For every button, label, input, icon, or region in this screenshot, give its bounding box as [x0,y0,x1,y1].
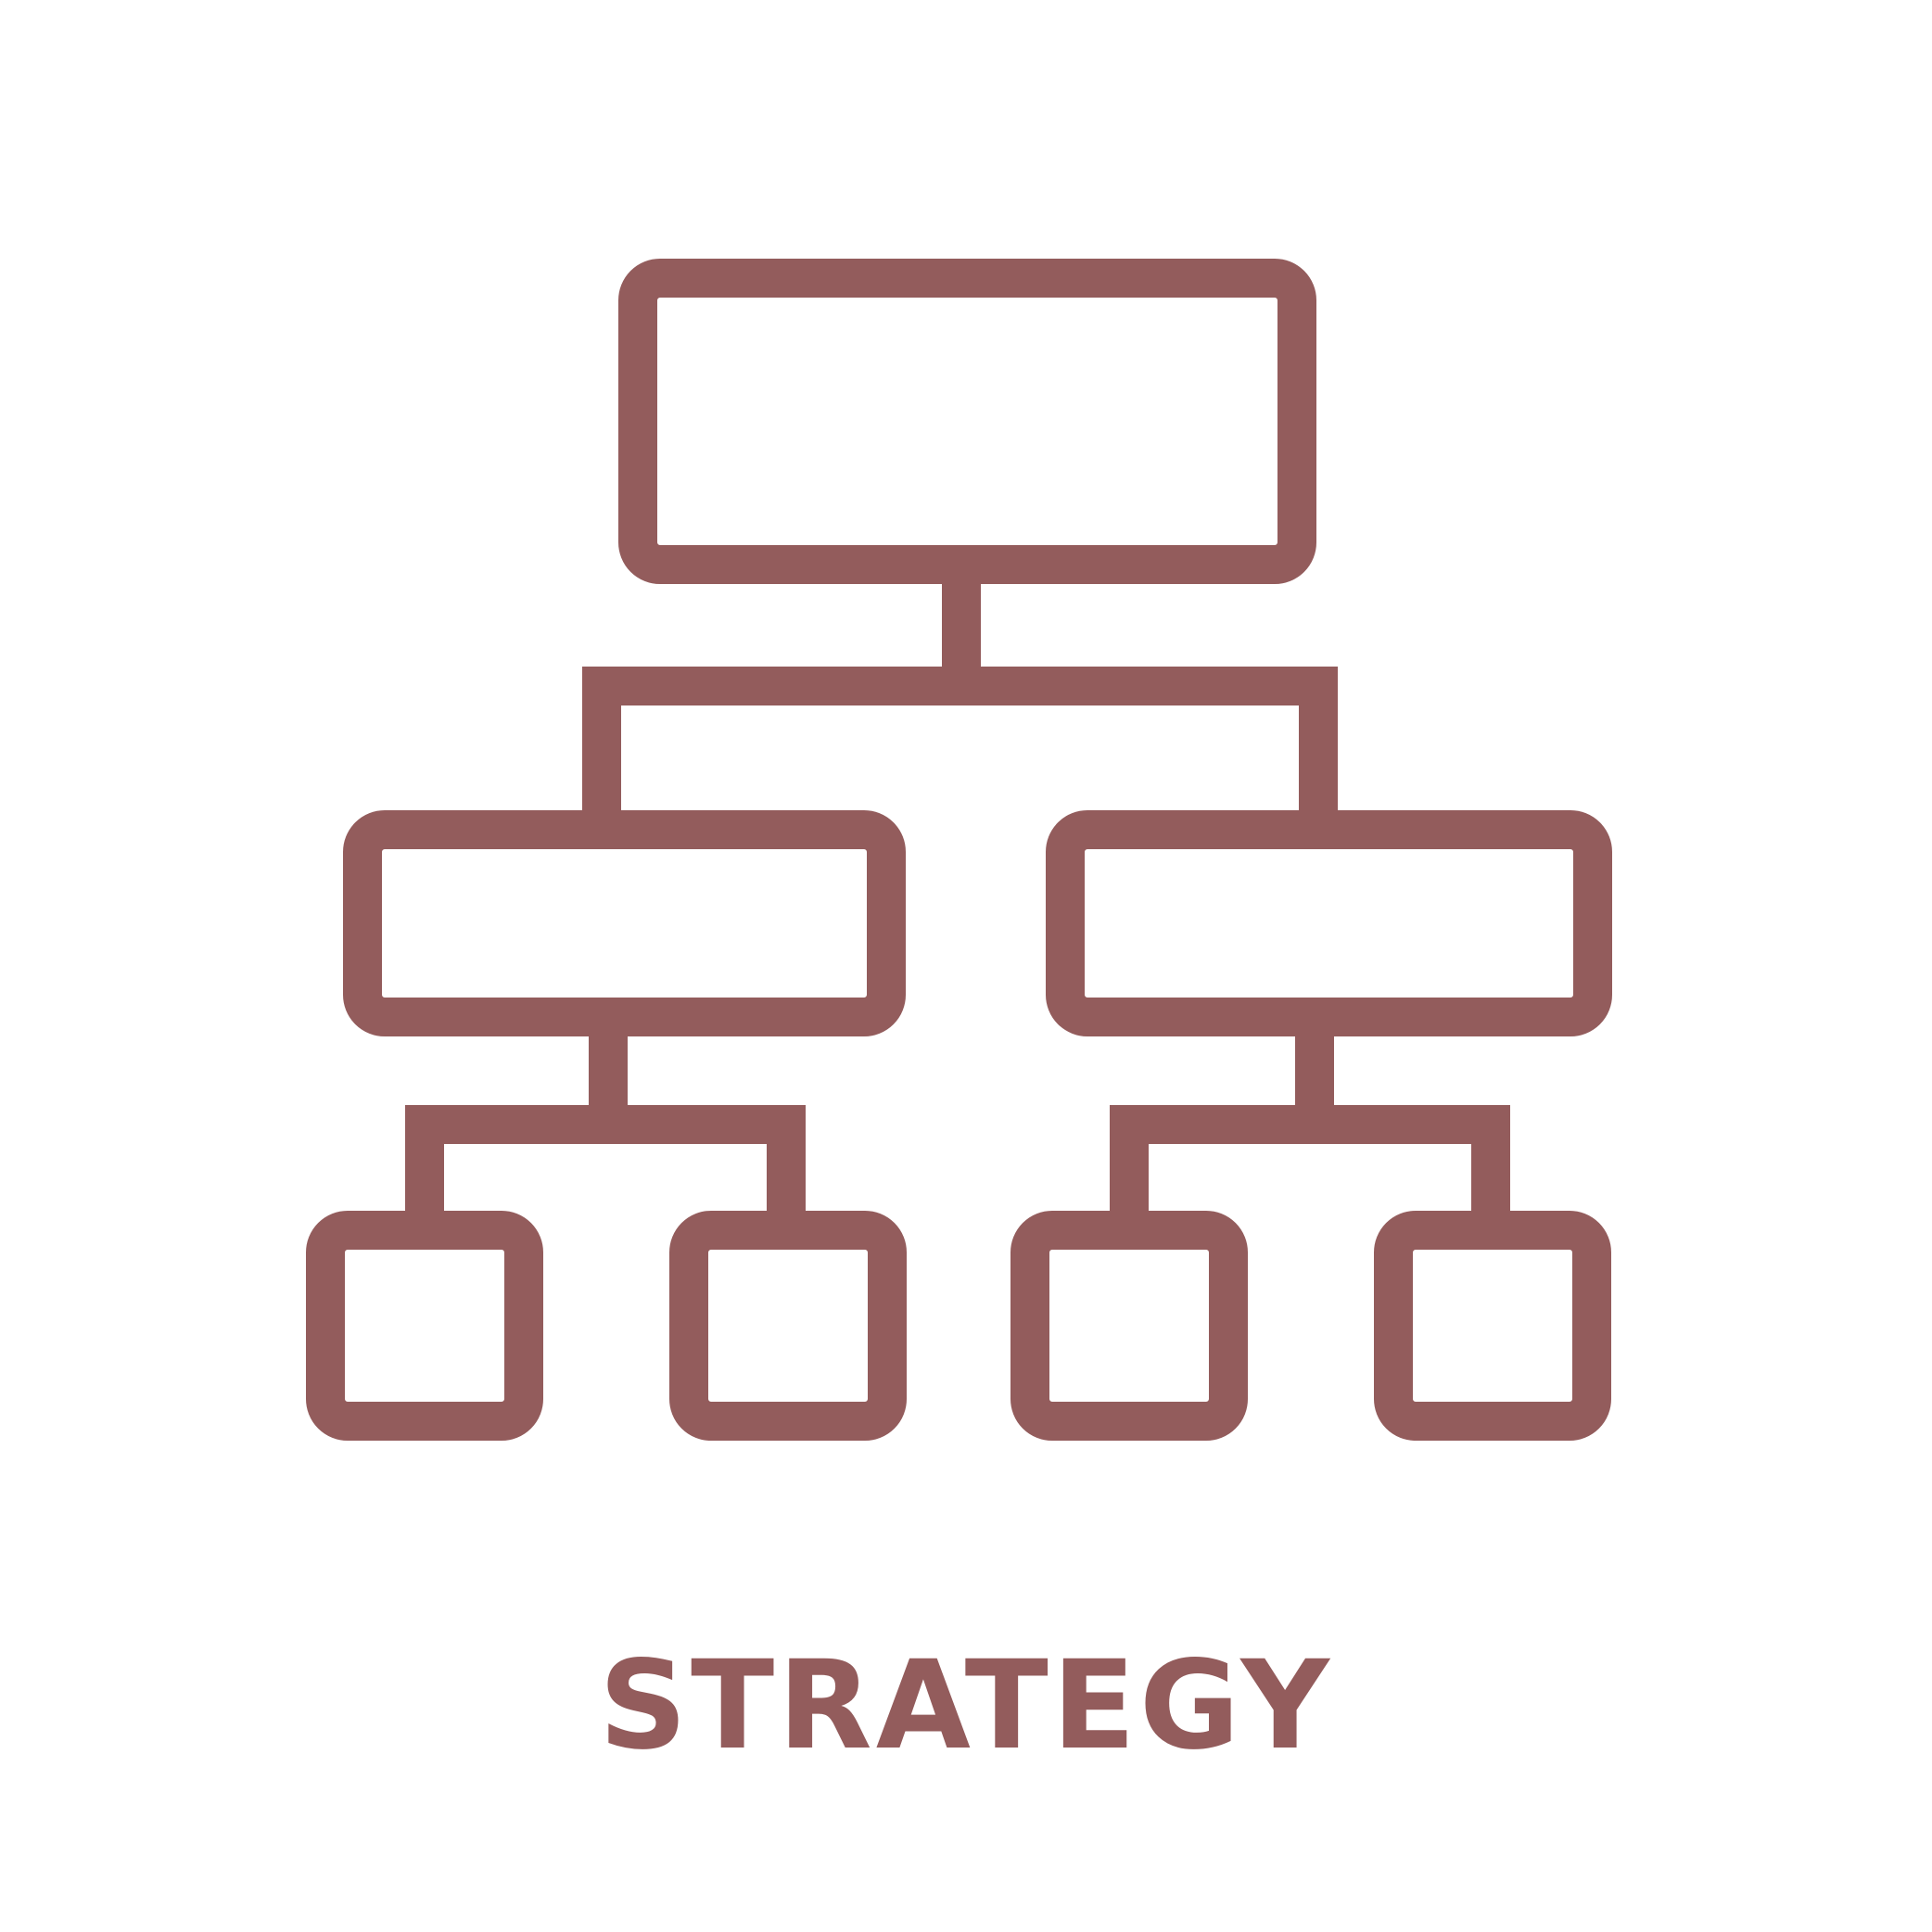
mid-node-left-box [343,810,906,1036]
leaf-node-2-box [669,1211,907,1441]
leaf-node-3-box [1010,1211,1248,1441]
leaf-node-1-box [306,1211,543,1441]
leaf-node-4-box [1374,1211,1611,1441]
mid-node-right-box [1046,810,1612,1036]
right-connector-branch [1110,1105,1510,1230]
strategy-label: STRATEGY [599,1634,1333,1777]
left-connector-branch [405,1105,806,1230]
top-connector-branch [582,667,1338,830]
top-node-box [618,259,1316,584]
